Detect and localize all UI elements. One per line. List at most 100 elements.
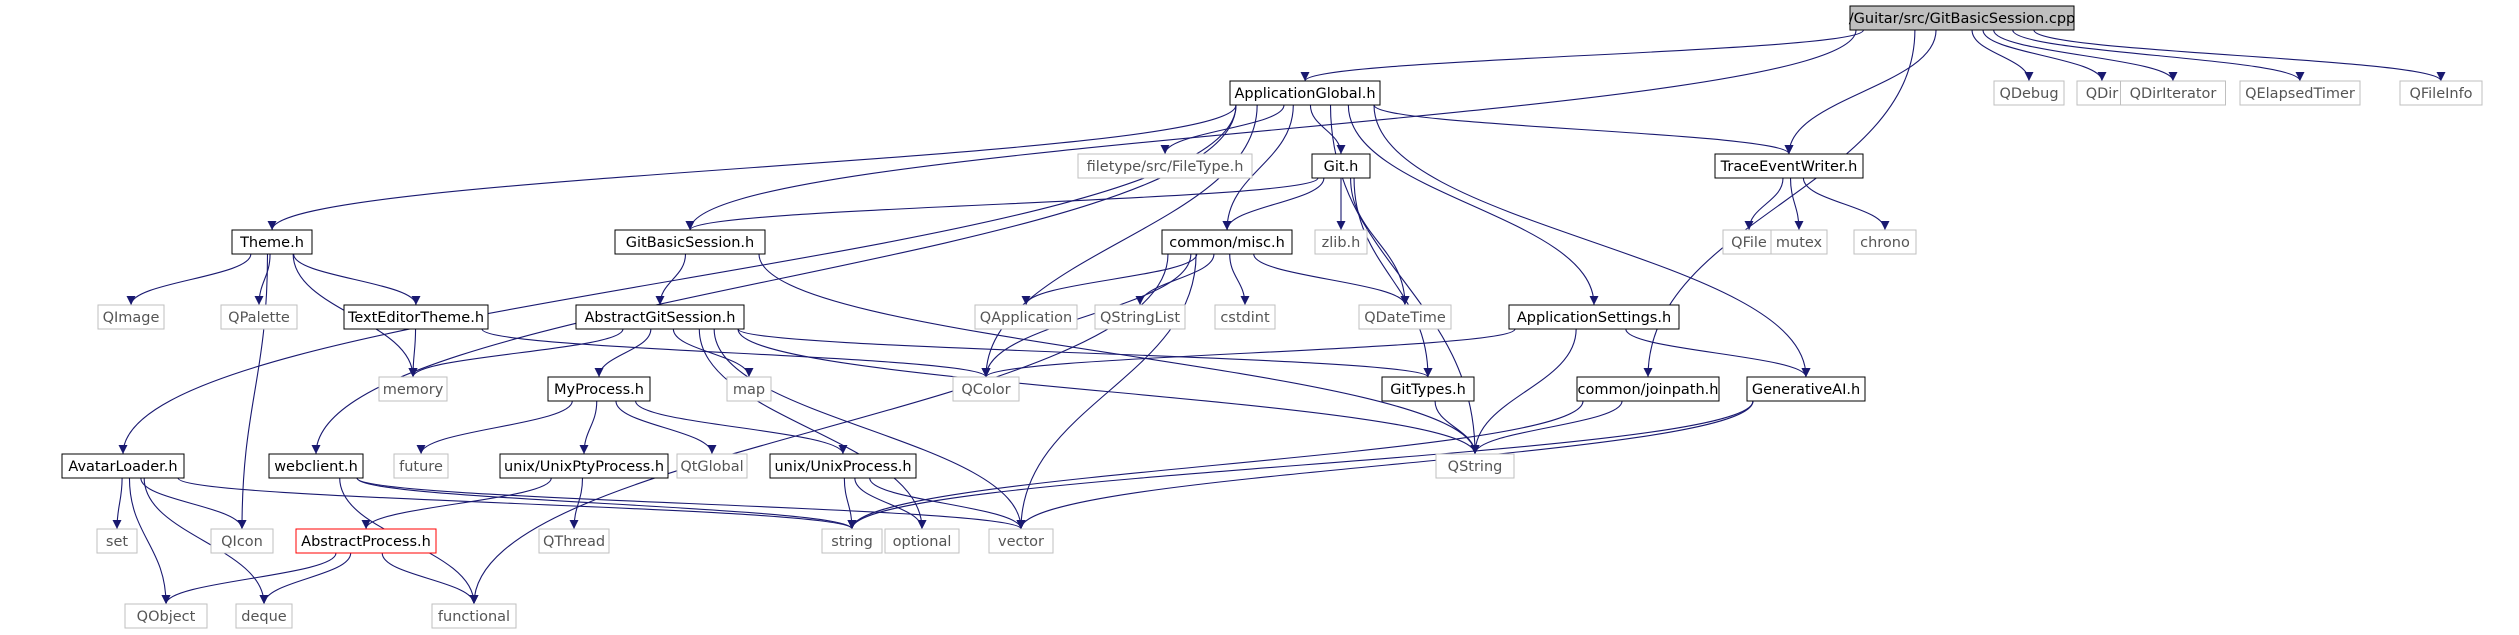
node-label: QColor (961, 382, 1010, 398)
edge-texteditor-to-memory (408, 328, 418, 378)
edge-myprocess-to-unixpty (579, 400, 598, 455)
node-qdebug: QDebug (1993, 80, 2065, 106)
node-git-h[interactable]: Git.h (1311, 153, 1371, 179)
node-label: QIcon (221, 534, 263, 550)
node-qelapsedtimer: QElapsedTimer (2239, 80, 2361, 106)
node-box (538, 528, 610, 554)
node-gittypes-h[interactable]: GitTypes.h (1381, 376, 1475, 402)
node-qimage: QImage (97, 304, 165, 330)
node-label: QStringList (1100, 310, 1180, 326)
node-box (1314, 229, 1368, 255)
node-box (1770, 229, 1828, 255)
node-box (547, 376, 651, 402)
node-label: /Guitar/src/GitBasicSession.cpp (1849, 11, 2075, 27)
node-label: QDirIterator (2130, 86, 2217, 102)
edge-root-to-appglobal (1300, 29, 1864, 82)
node-label: QtGlobal (680, 459, 743, 475)
node-box (821, 528, 883, 554)
edge-myprocess-to-future (416, 400, 573, 455)
node-abstractprocess-h[interactable]: AbstractProcess.h (295, 528, 437, 554)
node-future: future (393, 453, 449, 479)
edge-appglobal-to-filetype (1160, 104, 1285, 155)
edge-trace-to-chrono (1802, 177, 1890, 231)
node-qicon: QIcon (210, 528, 274, 554)
node-label: webclient.h (274, 459, 358, 475)
node-box (614, 229, 766, 255)
node-label: common/misc.h (1169, 235, 1285, 251)
node-box (220, 304, 298, 330)
node-label: cstdint (1220, 310, 1270, 326)
node-qfileinfo: QFileInfo (2399, 80, 2483, 106)
nodes-layer: /Guitar/src/GitBasicSession.cppApplicati… (61, 5, 2483, 629)
node-guitar-src-gitbasicsession-cpp[interactable]: /Guitar/src/GitBasicSession.cpp (1849, 5, 2075, 31)
edge-appglobal-to-qcolor (981, 104, 1258, 378)
edge-root-to-qelapsed (2012, 29, 2305, 82)
node-box (1358, 304, 1452, 330)
node-applicationglobal-h[interactable]: ApplicationGlobal.h (1229, 80, 1381, 106)
edge-avatar-to-qobject (128, 477, 171, 605)
node-label: QObject (137, 609, 196, 625)
edge-git-to-gitbasic (685, 177, 1319, 231)
node-label: GitTypes.h (1390, 382, 1466, 398)
node-label: functional (438, 609, 510, 625)
edge-theme-to-qicon (237, 253, 269, 530)
edge-unixproc-to-string (843, 477, 857, 530)
node-cstdint: cstdint (1214, 304, 1276, 330)
node-box (726, 376, 772, 402)
node-qpalette: QPalette (220, 304, 298, 330)
node-label: TraceEventWriter.h (1720, 159, 1858, 175)
node-label: map (733, 382, 765, 398)
node-unix-unixptyprocess-h[interactable]: unix/UnixPtyProcess.h (499, 453, 669, 479)
node-box (378, 376, 448, 402)
node-label: QPalette (228, 310, 290, 326)
node-box (2399, 80, 2483, 106)
edge-git-to-gittypes (1353, 177, 1433, 378)
node-theme-h[interactable]: Theme.h (231, 229, 313, 255)
edge-myprocess-to-qtglobal (615, 400, 717, 455)
node-gitbasicsession-h[interactable]: GitBasicSession.h (614, 229, 766, 255)
node-box (769, 453, 917, 479)
edge-git-to-qdatetime (1350, 177, 1410, 306)
edge-unixpty-to-abstractproc (361, 477, 552, 530)
node-vector: vector (988, 528, 1054, 554)
node-label: ApplicationGlobal.h (1234, 86, 1375, 102)
node-label: QThread (543, 534, 605, 550)
edge-root-to-joinpath (1643, 29, 1916, 378)
node-qthread: QThread (538, 528, 610, 554)
node-generativeai-h[interactable]: GenerativeAI.h (1746, 376, 1866, 402)
node-qobject: QObject (124, 603, 208, 629)
node-texteditortheme-h[interactable]: TextEditorTheme.h (343, 304, 489, 330)
node-box (295, 528, 437, 554)
node-map: map (726, 376, 772, 402)
node-label: QDebug (1999, 86, 2058, 102)
node-label: TextEditorTheme.h (347, 310, 484, 326)
node-functional: functional (431, 603, 517, 629)
node-qdiriterator: QDirIterator (2120, 80, 2226, 106)
node-box (974, 304, 1078, 330)
node-unix-unixprocess-h[interactable]: unix/UnixProcess.h (769, 453, 917, 479)
edge-theme-to-qpalette (254, 253, 271, 306)
node-webclient-h[interactable]: webclient.h (268, 453, 364, 479)
node-box (575, 304, 745, 330)
node-label: chrono (1860, 235, 1910, 251)
node-avatarloader-h[interactable]: AvatarLoader.h (61, 453, 185, 479)
node-common-joinpath-h[interactable]: common/joinpath.h (1576, 376, 1720, 402)
node-box (1746, 376, 1866, 402)
node-label: string (831, 534, 873, 550)
node-memory: memory (378, 376, 448, 402)
node-label: filetype/src/FileType.h (1087, 159, 1244, 175)
edge-theme-to-texteditor (293, 253, 421, 306)
node-myprocess-h[interactable]: MyProcess.h (547, 376, 651, 402)
node-applicationsettings-h[interactable]: ApplicationSettings.h (1508, 304, 1680, 330)
node-label: GitBasicSession.h (626, 235, 754, 251)
node-box (1508, 304, 1680, 330)
node-common-misc-h[interactable]: common/misc.h (1161, 229, 1293, 255)
node-abstractgitsession-h[interactable]: AbstractGitSession.h (575, 304, 745, 330)
node-deque: deque (235, 603, 293, 629)
node-box (431, 603, 517, 629)
edge-root-to-trace (1784, 29, 1937, 155)
edge-abstractgit-to-optional (698, 328, 927, 530)
node-box (1993, 80, 2065, 106)
edge-webclient-to-string (356, 477, 857, 530)
node-traceeventwriter-h[interactable]: TraceEventWriter.h (1714, 153, 1864, 179)
